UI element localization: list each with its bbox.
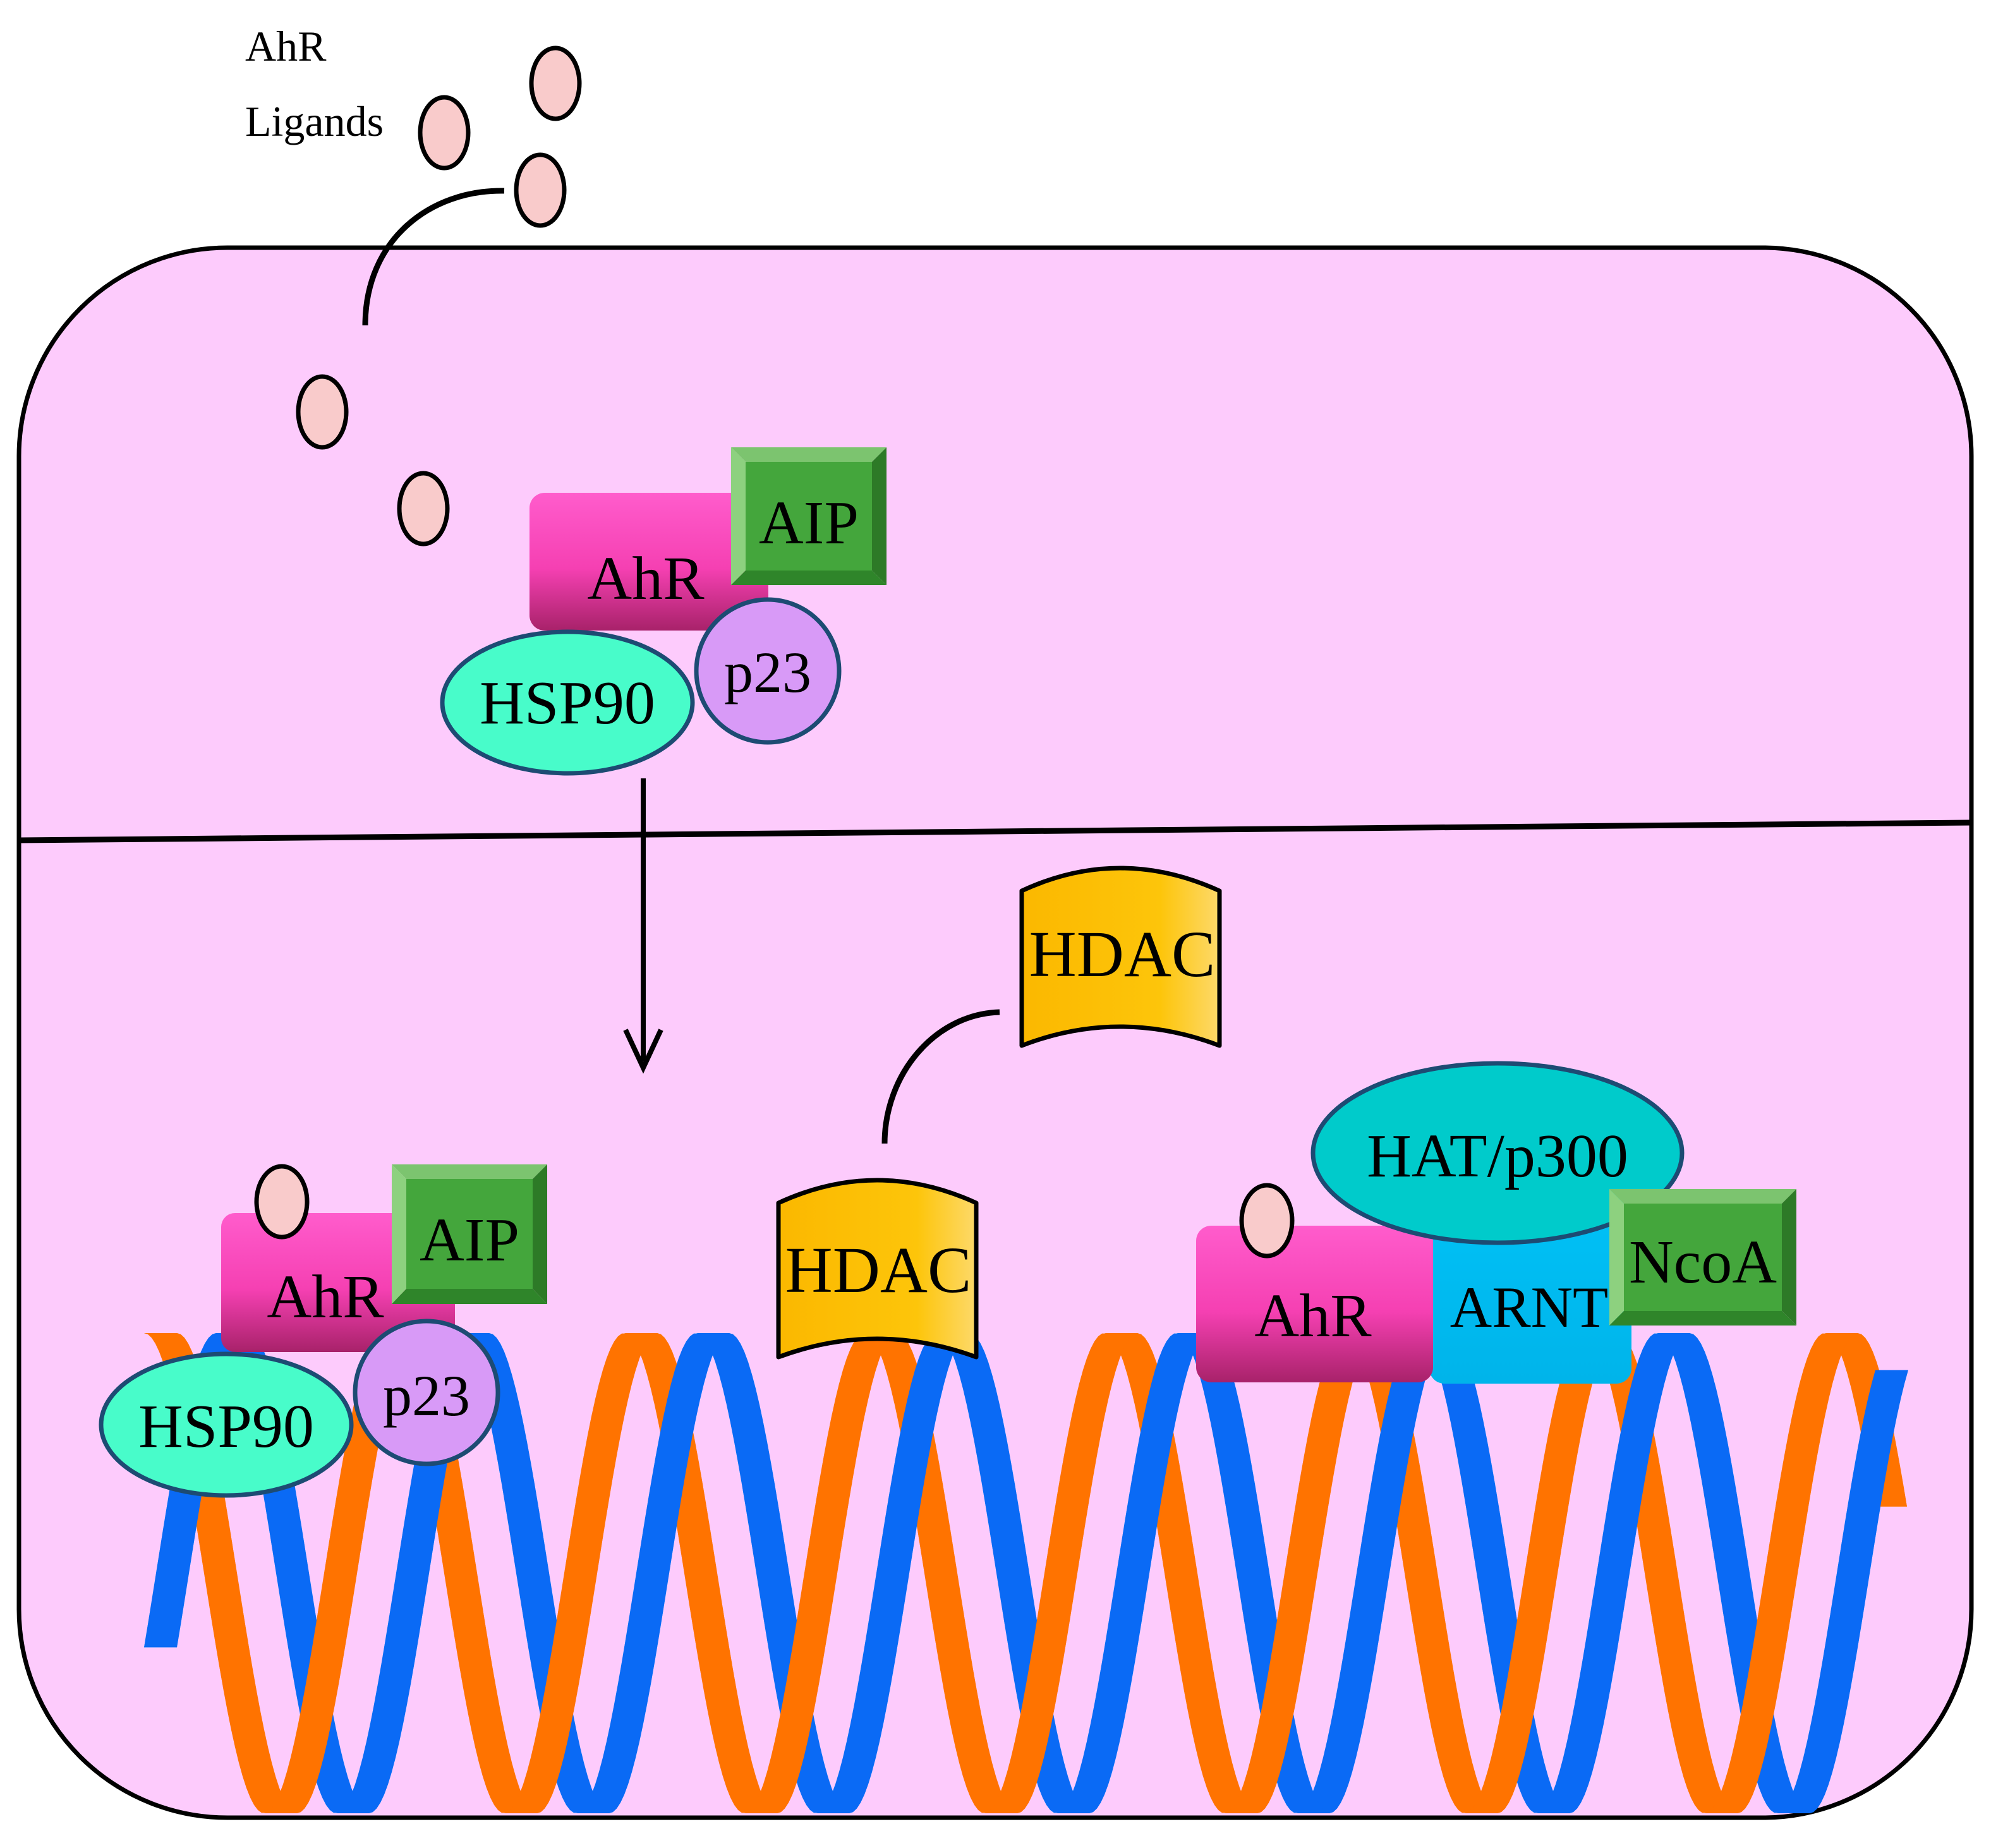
dna-strand-segment (576, 1333, 727, 1813)
dna-strand-segment (1225, 1333, 1375, 1813)
translocation-arrow (623, 778, 663, 1074)
hsp90-ellipse (440, 629, 695, 776)
dna-strand-segment (384, 1333, 535, 1813)
ahr-block (1196, 1226, 1433, 1382)
hdac-label: HDAC (1029, 918, 1216, 991)
p23-circle (353, 1319, 500, 1466)
ahr-block (530, 493, 768, 631)
ligand (1239, 1183, 1295, 1259)
dna-strand-segment (624, 1333, 775, 1813)
aip-box (731, 447, 887, 585)
aip-label: AIP (420, 1206, 519, 1274)
hsp90-ellipse (99, 1351, 354, 1498)
hsp90-label: HSP90 (480, 669, 655, 737)
dna-strand-segment (984, 1333, 1135, 1813)
dna-strand-segment (1297, 1333, 1447, 1813)
dna-strand-segment (1056, 1333, 1207, 1813)
arnt-label: ARNT (1450, 1275, 1608, 1339)
ncoa-label: NcoA (1629, 1228, 1777, 1296)
dna-double-helix (144, 1333, 1908, 1813)
active-ahr-arnt-complex: ARNT AhR HAT/p300 NcoA (1196, 1061, 1796, 1384)
dna-strand-segment (1345, 1333, 1495, 1813)
hdac-label: HDAC (785, 1234, 972, 1307)
p23-circle (694, 597, 842, 745)
nuclear-ahr-complex: AhR AIP HSP90 p23 (99, 1164, 547, 1498)
hat-p300-ellipse (1310, 1061, 1685, 1245)
ncoa-box (1609, 1189, 1796, 1326)
dna-strand-segment (1104, 1333, 1255, 1813)
ligand-group (296, 45, 582, 547)
arnt-block (1429, 1216, 1631, 1384)
cytoplasmic-ahr-complex: AhR AIP HSP90 p23 (440, 447, 887, 776)
dna-strand-segment (264, 1333, 415, 1813)
dna-strand-segment (1777, 1370, 1908, 1813)
ahr-label: AhR (1254, 1282, 1372, 1350)
ligand (397, 471, 450, 547)
ahr-label: AhR (587, 545, 705, 613)
dna-strand-segment (144, 1333, 294, 1813)
ahr-label: AhR (267, 1263, 384, 1331)
nuclear-envelope-line (18, 819, 1973, 843)
dna-strand-segment (744, 1333, 895, 1813)
p23-label: p23 (383, 1363, 470, 1428)
ligand (296, 374, 349, 450)
aip-box (392, 1164, 547, 1304)
dna-strand-segment (1465, 1333, 1615, 1813)
ligand-entry-curve (362, 188, 505, 326)
hdac-recruitment-curve (881, 1009, 1000, 1144)
dna-strand-segment (1705, 1333, 1855, 1813)
p23-label: p23 (724, 640, 811, 704)
ligand (254, 1164, 310, 1240)
dna-strand-segment (1585, 1333, 1735, 1813)
hdac-bound: HDAC (776, 1178, 979, 1360)
dna-strand-segment (504, 1333, 655, 1813)
dna-strand-segment (816, 1333, 967, 1813)
dna-strand-segment (1537, 1333, 1687, 1813)
aip-label: AIP (759, 489, 859, 557)
ligand (418, 95, 471, 171)
hat-p300-label: HAT/p300 (1367, 1122, 1628, 1190)
ligand-label-line2: Ligands (245, 97, 384, 145)
dna-strand-segment (864, 1333, 1015, 1813)
ligand (529, 45, 582, 121)
ligand (514, 152, 567, 228)
hsp90-label: HSP90 (138, 1392, 314, 1461)
ligand-label-line1: AhR (245, 22, 327, 70)
hdac-free: HDAC (1019, 866, 1222, 1048)
